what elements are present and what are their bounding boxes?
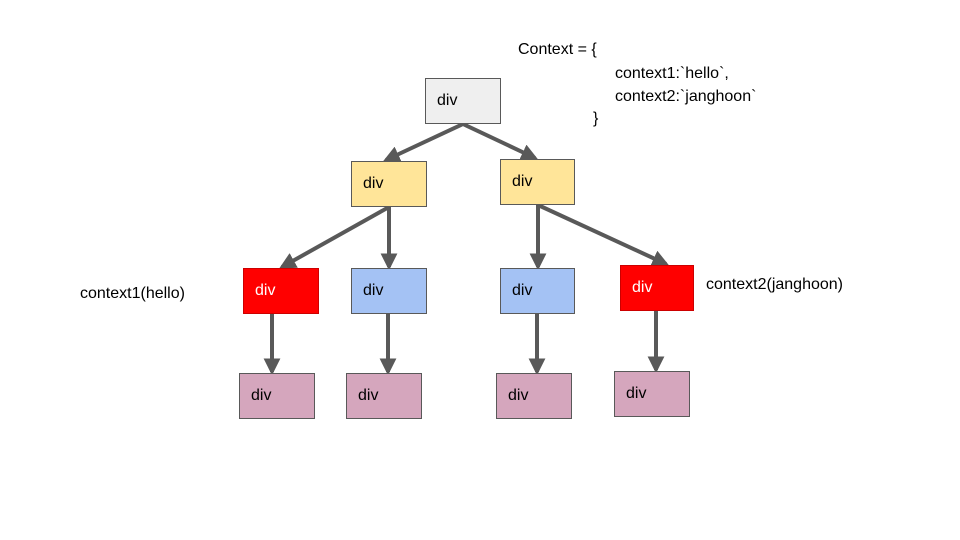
node-pink-4: div [614, 371, 690, 417]
node-pink-2: div [346, 373, 422, 419]
arrow-root-to-yellow-left [382, 122, 464, 162]
annotation-context1: context1(hello) [80, 285, 185, 302]
arrow-yellow-right-to-red-right [537, 203, 670, 267]
node-pink-3: div [496, 373, 572, 419]
context-line-close: } [593, 110, 599, 127]
node-pink-1: div [239, 373, 315, 419]
node-root: div [425, 78, 501, 124]
node-red-right: div [620, 265, 694, 311]
node-blue-right: div [500, 268, 575, 314]
context-line-context2: context2:`janghoon` [615, 88, 757, 105]
annotation-context2: context2(janghoon) [706, 276, 843, 293]
node-red-left: div [243, 268, 319, 314]
node-blue-left: div [351, 268, 427, 314]
node-yellow-right: div [500, 159, 575, 205]
node-yellow-left: div [351, 161, 427, 207]
arrow-root-to-yellow-right [462, 122, 539, 160]
arrow-yellow-left-to-red-left [279, 205, 390, 269]
context-line-context1: context1:`hello`, [615, 65, 729, 82]
context-line-open: Context = { [518, 41, 597, 58]
